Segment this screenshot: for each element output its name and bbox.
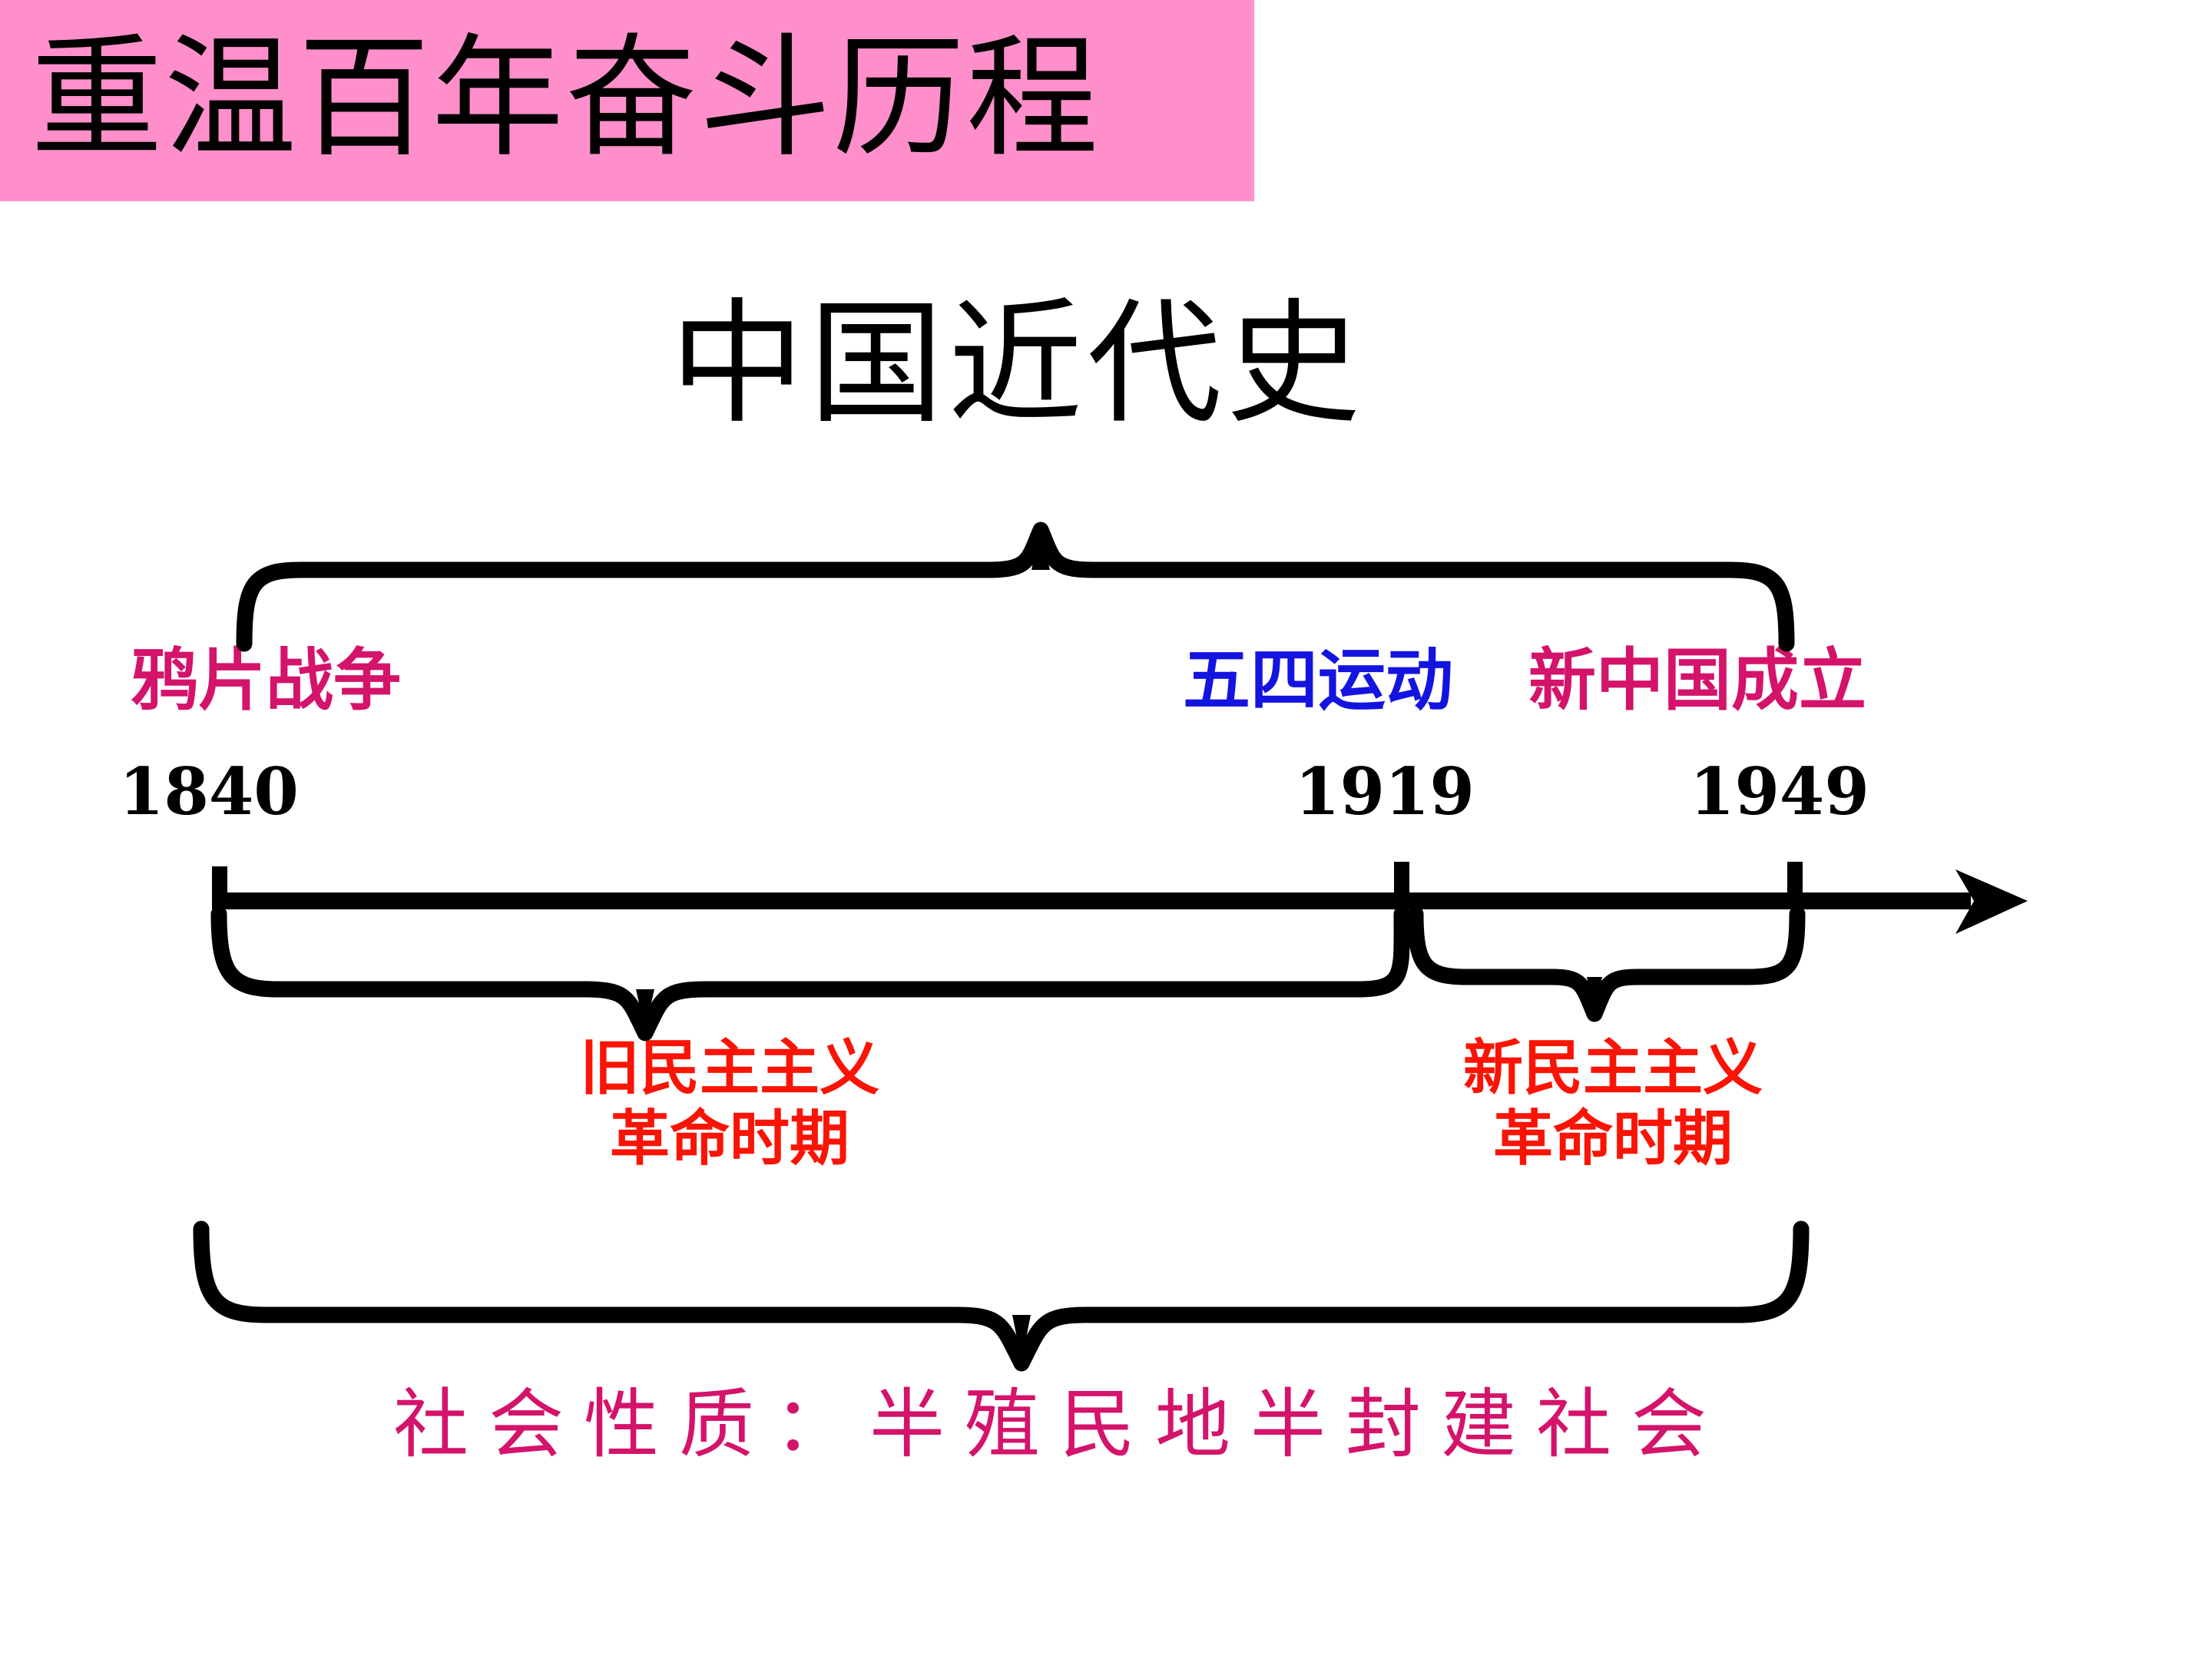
year-label-1919: 1919 bbox=[1295, 753, 1475, 830]
tick-1949 bbox=[1787, 862, 1803, 897]
page-title-text: 中国近代史 bbox=[670, 286, 1366, 442]
period-label-new-democratic-revolution: 新民主主义 革命时期 bbox=[1167, 1033, 2058, 1174]
event-label-opium-war: 鸦片战争 bbox=[131, 641, 402, 720]
tick-1919 bbox=[1394, 862, 1409, 897]
curly-brace-down-icon-society bbox=[193, 1220, 1810, 1372]
society-nature-text: 社会性质：半殖民地半封建社会 bbox=[392, 1381, 1727, 1469]
title-banner: 重温百年奋斗历程 bbox=[0, 0, 1254, 201]
period-old-line1: 旧民主主义 bbox=[579, 1034, 879, 1103]
year-label-1840: 1840 bbox=[119, 753, 299, 830]
period-new-line1: 新民主主义 bbox=[1462, 1034, 1763, 1103]
society-nature-label: 社会性质：半殖民地半封建社会 bbox=[0, 1379, 2212, 1471]
year-label-1949: 1949 bbox=[1690, 753, 1869, 830]
event-label-may-fourth-movement: 五四运动 bbox=[1183, 641, 1454, 720]
tick-1840 bbox=[212, 866, 227, 897]
curly-brace-up-icon bbox=[236, 522, 1795, 652]
period-new-line2: 革命时期 bbox=[1492, 1104, 1733, 1174]
page-title: 中国近代史 bbox=[0, 284, 2212, 445]
period-label-old-democratic-revolution: 旧民主主义 革命时期 bbox=[307, 1033, 1152, 1174]
right-arrow-icon bbox=[212, 869, 2028, 934]
curly-brace-down-icon-old-period bbox=[210, 906, 1410, 1041]
event-label-prc-founding: 新中国成立 bbox=[1528, 641, 1867, 720]
period-old-line2: 革命时期 bbox=[609, 1104, 849, 1174]
curly-brace-down-icon-new-period bbox=[1407, 906, 1806, 1022]
title-banner-text: 重温百年奋斗历程 bbox=[31, 21, 1100, 175]
